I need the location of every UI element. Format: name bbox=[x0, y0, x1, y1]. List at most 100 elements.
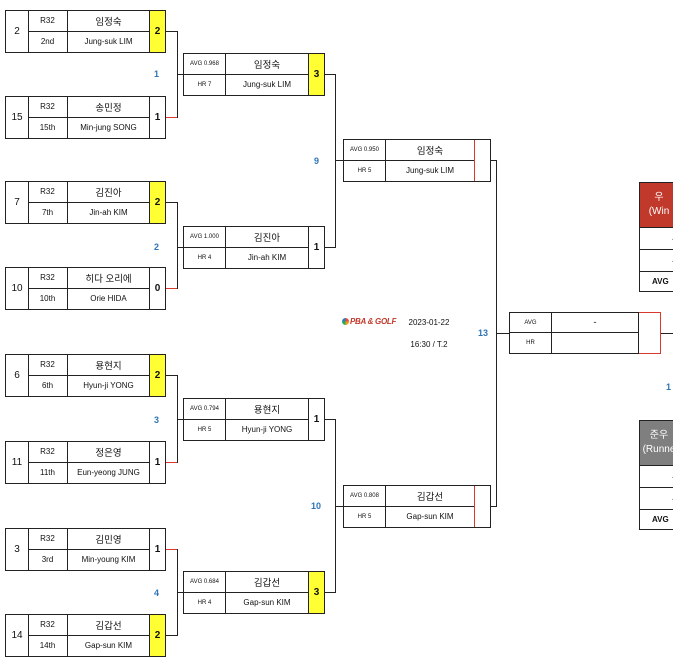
match-number: 1 bbox=[666, 382, 672, 392]
player-name-ko: 김갑선 bbox=[386, 486, 474, 507]
rank-label: 11th bbox=[28, 462, 68, 483]
hr-stat: HR 7 bbox=[184, 74, 226, 95]
player-name-ko: 김갑선 bbox=[226, 572, 308, 593]
bracket-line bbox=[335, 160, 343, 161]
player-name-en: Jin-ah KIM bbox=[247, 253, 287, 263]
winner-header: 우(Win bbox=[640, 183, 673, 227]
match-date: 2023-01-22 bbox=[408, 318, 450, 327]
seed-number: 15 bbox=[6, 97, 29, 138]
rank-label: 7th bbox=[28, 202, 68, 223]
bracket-line bbox=[166, 375, 178, 376]
hr-stat: HR 5 bbox=[184, 419, 226, 440]
round-label: R32 bbox=[28, 97, 68, 118]
avg-label: AVG bbox=[510, 313, 552, 333]
runner-up-box: 준우(Runne - - AVG bbox=[639, 420, 673, 530]
avg-stat: AVG 0.808 bbox=[344, 486, 386, 507]
seed-number: 3 bbox=[6, 529, 29, 570]
score: 1 bbox=[149, 529, 165, 570]
seed-number: 2 bbox=[6, 11, 29, 52]
pba-logo: PBA & GOLF bbox=[342, 317, 396, 326]
match-number: 9 bbox=[314, 156, 320, 166]
match-number: 3 bbox=[154, 415, 160, 425]
bracket-line bbox=[166, 549, 178, 550]
seed-number: 14 bbox=[6, 615, 29, 656]
semifinal-box: AVG HR - bbox=[509, 312, 639, 354]
hr-stat: HR 4 bbox=[184, 592, 226, 613]
score: 3 bbox=[308, 54, 324, 95]
winner-row: - bbox=[640, 227, 673, 249]
player-name-en: Orie HIDA bbox=[90, 294, 127, 304]
bracket-line bbox=[491, 506, 497, 507]
player-name-en: Gap-sun KIM bbox=[406, 512, 454, 522]
match-number: 2 bbox=[154, 242, 160, 252]
match-time-table: 16:30 / T.2 bbox=[410, 340, 448, 349]
bracket-line bbox=[335, 506, 343, 507]
round-label: R32 bbox=[28, 182, 68, 203]
winner-box: 우(Win - - AVG bbox=[639, 182, 673, 292]
player-name-en: Min-young KIM bbox=[81, 555, 136, 565]
score bbox=[474, 486, 490, 527]
player-name-ko: 김진아 bbox=[68, 182, 149, 203]
player-name-en: Eun-yeong JUNG bbox=[77, 468, 140, 478]
player-name-en: Jung-suk LIM bbox=[405, 166, 455, 176]
player-name-en: Gap-sun KIM bbox=[84, 641, 133, 651]
player-name-ko: 용현지 bbox=[226, 399, 308, 420]
score: 2 bbox=[149, 355, 165, 396]
score: 1 bbox=[308, 227, 324, 268]
bracket-line bbox=[491, 160, 497, 161]
rank-label: 6th bbox=[28, 375, 68, 396]
bracket-line bbox=[166, 202, 178, 203]
score: 1 bbox=[308, 399, 324, 440]
player-name-ko: 히다 오리에 bbox=[68, 268, 149, 289]
match-number: 4 bbox=[154, 588, 160, 598]
bracket-line bbox=[177, 419, 183, 420]
rank-label: 2nd bbox=[28, 31, 68, 52]
rank-label: 15th bbox=[28, 117, 68, 138]
round-label: R32 bbox=[28, 268, 68, 289]
bracket-line bbox=[325, 419, 336, 420]
bracket-line bbox=[325, 247, 336, 248]
bracket-line bbox=[325, 74, 336, 75]
match-number: 13 bbox=[478, 328, 489, 338]
match-number: 10 bbox=[311, 501, 322, 511]
bracket-line bbox=[166, 462, 178, 463]
runner-up-row: - bbox=[640, 465, 673, 487]
player-name-ko: 용현지 bbox=[68, 355, 149, 376]
seed-number: 7 bbox=[6, 182, 29, 223]
player-name-ko: 임정숙 bbox=[68, 11, 149, 32]
player-name-en bbox=[552, 333, 638, 353]
hr-label: HR bbox=[510, 333, 552, 353]
avg-stat: AVG 0.684 bbox=[184, 572, 226, 593]
score: 1 bbox=[149, 97, 165, 138]
player-name-ko: 김갑선 bbox=[68, 615, 149, 636]
bracket-line bbox=[325, 592, 336, 593]
runner-up-row: - bbox=[640, 487, 673, 509]
match-number: 1 bbox=[154, 69, 160, 79]
rank-label: 3rd bbox=[28, 549, 68, 570]
runner-up-header: 준우(Runne bbox=[640, 421, 673, 465]
avg-stat: AVG 0.968 bbox=[184, 54, 226, 75]
bracket-line bbox=[177, 202, 178, 289]
seed-number: 11 bbox=[6, 442, 29, 483]
round-label: R32 bbox=[28, 442, 68, 463]
player-name: - bbox=[552, 313, 638, 333]
score: 2 bbox=[149, 615, 165, 656]
round-label: R32 bbox=[28, 615, 68, 636]
bracket-line bbox=[177, 592, 183, 593]
seed-number: 10 bbox=[6, 268, 29, 309]
player-name-en: Jung-suk LIM bbox=[84, 37, 133, 47]
runner-up-avg: AVG bbox=[640, 509, 673, 529]
peacock-icon bbox=[342, 318, 349, 326]
